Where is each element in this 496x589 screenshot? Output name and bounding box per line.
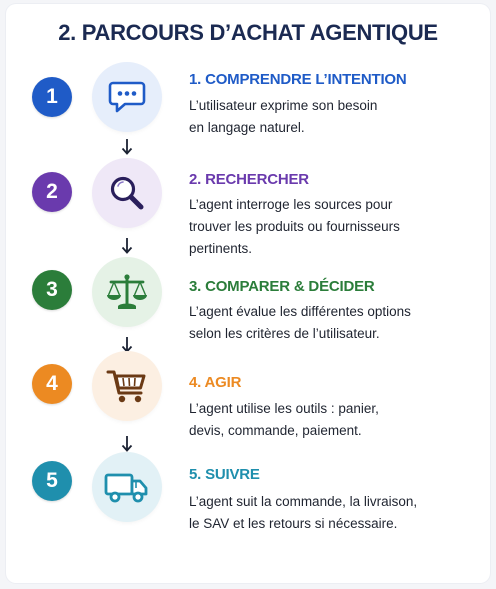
step-description-line: L’agent évalue les différentes options — [189, 304, 411, 319]
step-number-badge: 3 — [32, 270, 72, 310]
down-arrow-icon — [121, 337, 133, 353]
step-description: L’agent évalue les différentes options s… — [189, 301, 479, 345]
step-description: L’agent utilise les outils : panier, dev… — [189, 398, 479, 442]
step-icon-circle — [93, 63, 161, 131]
step-icon-circle — [93, 159, 161, 227]
step-number-badge: 2 — [32, 172, 72, 212]
step-icon-circle — [93, 352, 161, 420]
step-2: 2 2. RECHERCHER L’agent interroge les so… — [0, 157, 496, 256]
step-heading: 2. RECHERCHER — [189, 171, 309, 188]
down-arrow-icon — [121, 238, 133, 254]
step-description-line: L’utilisateur exprime son besoin — [189, 98, 378, 113]
step-number-badge: 4 — [32, 364, 72, 404]
shopping-cart-icon — [106, 370, 146, 403]
step-description-line: devis, commande, paiement. — [189, 423, 362, 438]
step-icon-circle — [93, 258, 161, 326]
step-heading: 4. AGIR — [189, 374, 242, 391]
step-heading: 3. COMPARER & DÉCIDER — [189, 278, 375, 295]
chat-bubble-icon — [108, 81, 146, 113]
step-4: 4 4. AGIR L’agent utilise les outils : p… — [0, 352, 496, 438]
step-description-line: le SAV et les retours si nécessaire. — [189, 516, 398, 531]
step-1: 1 1. COMPRENDRE L’INTENTION L’utilisateu… — [0, 60, 496, 140]
step-number-badge: 1 — [32, 77, 72, 117]
step-description-line: L’agent suit la commande, la livraison, — [189, 494, 418, 509]
step-description-line: L’agent utilise les outils : panier, — [189, 401, 379, 416]
step-description: L’utilisateur exprime son besoin en lang… — [189, 95, 479, 139]
page-title: 2. PARCOURS D’ACHAT AGENTIQUE — [58, 20, 438, 45]
step-description-line: trouver les produits ou fournisseurs — [189, 219, 400, 234]
background-card — [6, 4, 490, 583]
step-description: L’agent suit la commande, la livraison, … — [189, 491, 479, 535]
delivery-truck-icon — [104, 473, 148, 503]
down-arrow-icon — [121, 436, 133, 452]
step-heading: 5. SUIVRE — [189, 466, 260, 483]
step-description: L’agent interroge les sources pour trouv… — [189, 194, 479, 260]
balance-scale-icon — [107, 274, 147, 309]
step-description-line: pertinents. — [189, 241, 253, 256]
step-description-line: selon les critères de l’utilisateur. — [189, 326, 380, 341]
step-5: 5 5. SUIVRE L’agent suit la commande, la… — [0, 453, 496, 536]
step-description-line: L’agent interroge les sources pour — [189, 197, 393, 212]
step-heading: 1. COMPRENDRE L’INTENTION — [189, 71, 407, 88]
step-3: 3 3. COMPARER & DÉCIDER L’agent évalue l… — [0, 258, 496, 341]
step-number-badge: 5 — [32, 461, 72, 501]
step-description-line: en langage naturel. — [189, 120, 305, 135]
magnifier-icon — [110, 176, 144, 210]
down-arrow-icon — [121, 139, 133, 155]
step-icon-circle — [93, 453, 161, 521]
